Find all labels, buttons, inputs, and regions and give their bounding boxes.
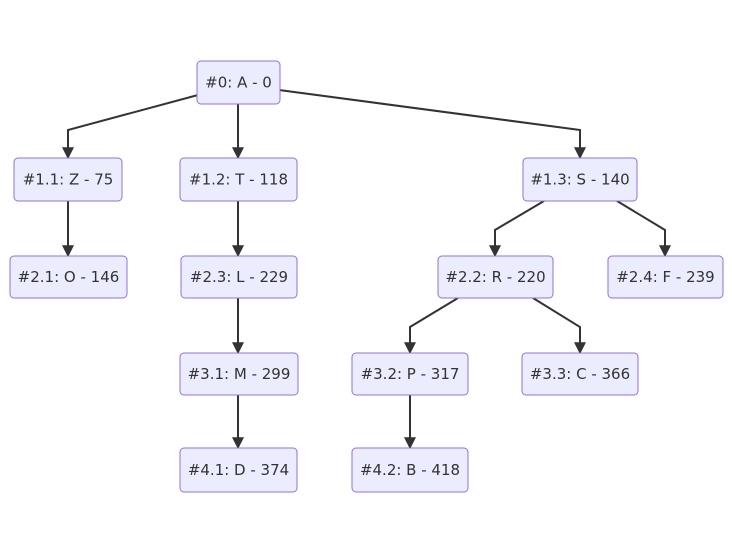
node-label: #2.1: O - 146 — [18, 268, 120, 286]
edge-n22-to-n32 — [404, 297, 459, 355]
tree-node: #1.1: Z - 75 — [13, 157, 123, 202]
edge-n13-to-n22 — [489, 200, 545, 258]
node-box — [179, 157, 298, 202]
node-box — [196, 60, 281, 105]
tree-node: #4.1: D - 374 — [179, 447, 298, 493]
node-label: #1.3: S - 140 — [530, 171, 629, 189]
node-box — [521, 352, 639, 396]
node-box — [179, 352, 299, 396]
node-label: #0: A - 0 — [205, 74, 272, 92]
node-label: #2.3: L - 229 — [190, 268, 288, 286]
tree-node: #4.2: B - 418 — [351, 447, 469, 493]
node-box — [180, 255, 298, 299]
node-box — [13, 157, 123, 202]
node-label: #3.3: C - 366 — [530, 365, 630, 383]
edges-layer — [62, 89, 671, 450]
tree-node: #2.3: L - 229 — [180, 255, 298, 299]
node-box — [437, 255, 554, 299]
node-label: #4.2: B - 418 — [360, 461, 460, 479]
node-label: #1.2: T - 118 — [189, 171, 288, 189]
tree-node: #3.2: P - 317 — [351, 352, 469, 396]
node-label: #4.1: D - 374 — [188, 461, 289, 479]
node-label: #3.1: M - 299 — [188, 365, 291, 383]
edge-n13-to-n24 — [616, 200, 671, 258]
node-box — [179, 447, 298, 493]
tree-node: #1.3: S - 140 — [522, 157, 638, 202]
node-box — [607, 255, 724, 299]
node-label: #1.1: Z - 75 — [23, 171, 114, 189]
tree-node: #2.4: F - 239 — [607, 255, 724, 299]
tree-node: #1.2: T - 118 — [179, 157, 298, 202]
tree-node: #3.3: C - 366 — [521, 352, 639, 396]
edge-n0-to-n13 — [278, 89, 586, 160]
edge-n22-to-n33 — [532, 297, 586, 355]
edge-n0-to-n11 — [62, 94, 199, 160]
tree-node: #2.2: R - 220 — [437, 255, 554, 299]
node-box — [351, 447, 469, 493]
tree-node: #3.1: M - 299 — [179, 352, 299, 396]
nodes-layer: #0: A - 0 #1.1: Z - 75 #1.2: T - 118 #1.3: … — [9, 60, 724, 493]
node-label: #2.4: F - 239 — [616, 268, 714, 286]
node-box — [522, 157, 638, 202]
node-label: #3.2: P - 317 — [361, 365, 460, 383]
node-box — [9, 255, 128, 299]
node-label: #2.2: R - 220 — [445, 268, 545, 286]
node-box — [351, 352, 469, 396]
tree-node: #2.1: O - 146 — [9, 255, 128, 299]
tree-node: #0: A - 0 — [196, 60, 281, 105]
